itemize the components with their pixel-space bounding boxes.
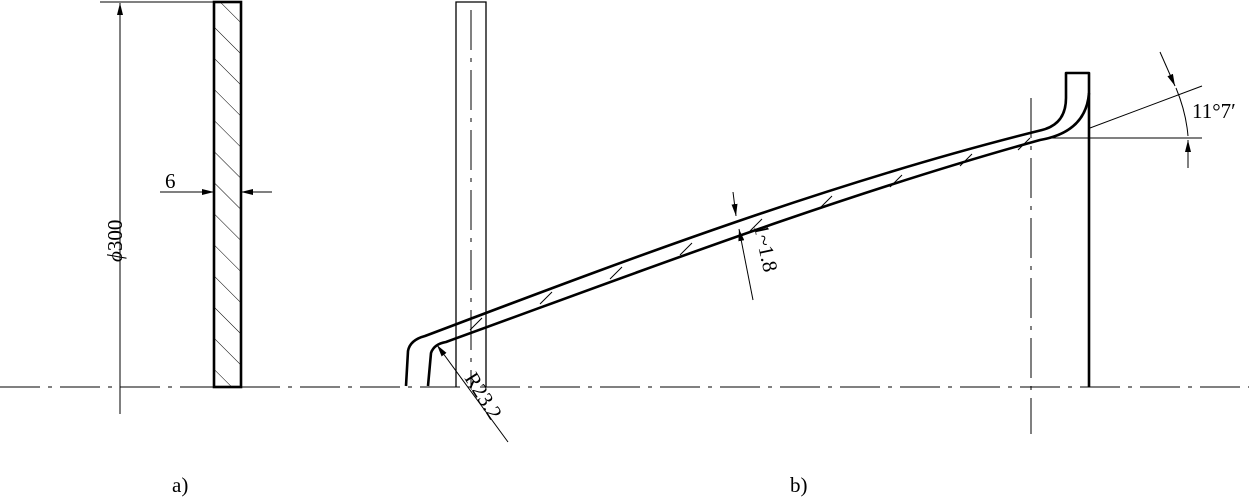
dish-inner-profile <box>426 92 1091 387</box>
diameter-dimension-text: ϕ300 <box>103 220 127 262</box>
angle-reference-inclined <box>1089 85 1203 129</box>
panel-label-b: b) <box>790 473 808 497</box>
wall-thickness-dimension-text: 1~1.8 <box>749 222 782 274</box>
radius-dimension-text: R23.2 <box>460 368 507 424</box>
figure-a: ϕ300 6 a) <box>100 0 272 497</box>
tube-wall-section <box>212 0 243 389</box>
wall-thickness-arrow-top <box>731 191 738 217</box>
dish-outer-profile <box>404 71 1091 387</box>
angle-dimension-text: 11°7′ <box>1192 99 1236 123</box>
wall-thickness-leader <box>738 228 754 301</box>
angle-arc <box>1175 87 1189 137</box>
panel-label-a: a) <box>172 473 188 497</box>
radius-leader-line <box>436 344 509 443</box>
thickness-dimension-text: 6 <box>165 169 176 193</box>
blank-outline <box>455 1 487 387</box>
dish-section-hatch <box>469 137 1031 331</box>
angle-arrow-upper <box>1159 51 1176 87</box>
figure-b: R23.2 1~1.8 11°7′ b) <box>404 1 1236 497</box>
